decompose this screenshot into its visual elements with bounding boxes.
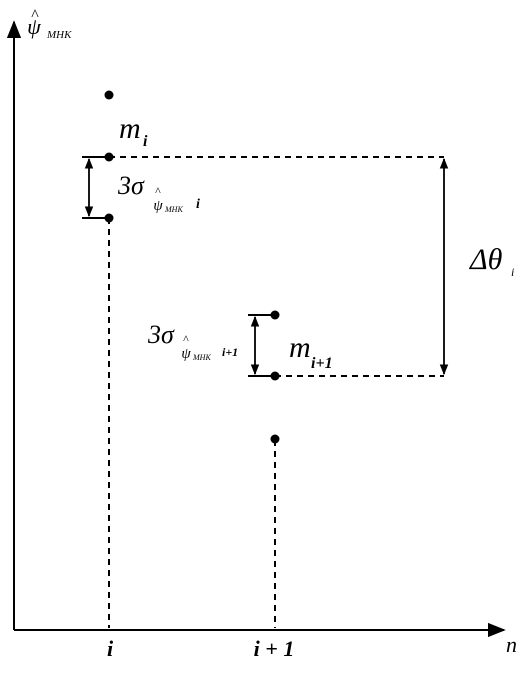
- label-sigma-i1-psi: ψ: [181, 346, 191, 362]
- point-i1-upper: [270, 310, 280, 320]
- point-i-lower: [104, 213, 114, 223]
- label-sigma-i-psi: ψ: [153, 198, 163, 214]
- y-axis-label-hat: ^: [31, 7, 39, 24]
- point-mi1: [270, 371, 280, 381]
- point-i-upper: [104, 90, 114, 100]
- label-sigma-i1-idx: i+1: [222, 345, 238, 359]
- label-sigma-i-hat: ^: [155, 184, 161, 198]
- label-delta-theta: Δθ: [469, 243, 503, 276]
- y-axis-label-psi: ψ: [27, 14, 41, 39]
- label-sigma-i1-hat: ^: [183, 332, 189, 346]
- point-i1-lower: [270, 434, 280, 444]
- label-m-i1-sub: i+1: [311, 355, 333, 372]
- label-sigma-i1-mnk: МНК: [192, 353, 211, 362]
- x-axis-label: n: [506, 632, 517, 657]
- y-axis-label-sub: МНК: [46, 29, 72, 41]
- label-m-i: m: [119, 112, 141, 145]
- label-sigma-i: 3σ: [117, 171, 145, 200]
- tick-label-i: i: [107, 636, 114, 661]
- point-mi: [104, 152, 114, 162]
- label-m-i-sub: i: [143, 133, 148, 150]
- label-delta-theta-sub: i: [511, 265, 514, 279]
- label-m-i1: m: [289, 331, 311, 364]
- label-sigma-i-idx: i: [196, 197, 200, 212]
- tick-label-i-plus-1: i + 1: [254, 636, 295, 661]
- label-sigma-i-mnk: МНК: [164, 205, 183, 214]
- label-sigma-i1: 3σ: [147, 320, 175, 349]
